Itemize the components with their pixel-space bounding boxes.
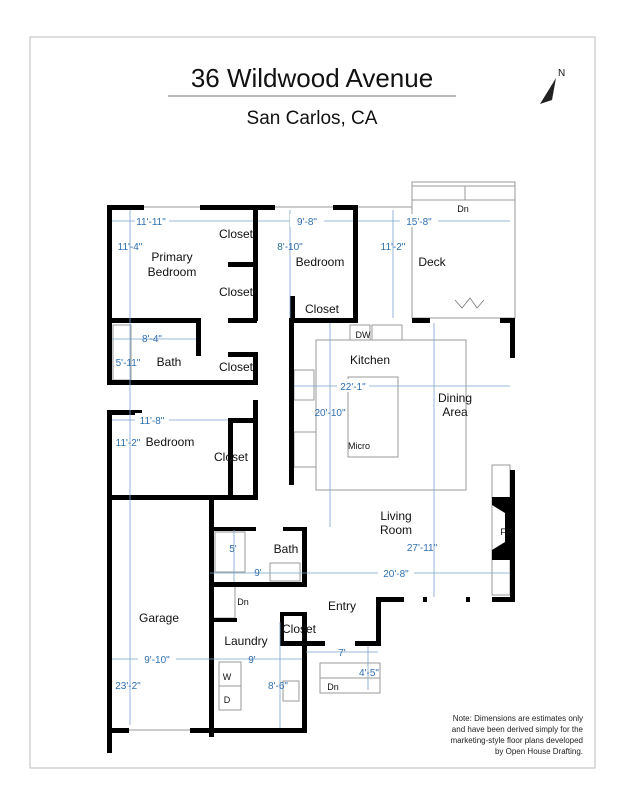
svg-text:8'-4": 8'-4" <box>142 334 162 345</box>
svg-text:Closet: Closet <box>219 285 254 299</box>
label-entry: Entry <box>328 599 356 613</box>
label-bath: Bath <box>157 355 182 369</box>
svg-text:by Open House Drafting.: by Open House Drafting. <box>495 747 583 756</box>
svg-text:Room: Room <box>380 523 412 537</box>
label-kitchen: Kitchen <box>350 353 390 367</box>
svg-text:4'-5": 4'-5" <box>359 668 379 679</box>
svg-text:D: D <box>224 695 231 705</box>
label-laundry: Laundry <box>224 634 267 648</box>
svg-text:W: W <box>223 672 232 682</box>
label-bedroom-2: Bedroom <box>146 435 195 449</box>
dimension-labels: 11'-11" 11'-4" 9'-8" 8'-10" 15'-8" 11'-2… <box>115 214 438 692</box>
svg-text:Closet: Closet <box>214 450 249 464</box>
svg-text:Micro: Micro <box>348 441 370 451</box>
room-labels: Primary Bedroom Closet Closet Bedroom Cl… <box>139 204 512 705</box>
svg-text:Closet: Closet <box>219 360 254 374</box>
svg-text:Area: Area <box>442 405 468 419</box>
label-deck: Deck <box>418 255 446 269</box>
svg-text:9': 9' <box>254 568 262 579</box>
svg-text:15'-8": 15'-8" <box>406 217 432 228</box>
svg-text:20'-8": 20'-8" <box>383 569 409 580</box>
svg-text:5'-11": 5'-11" <box>116 358 141 369</box>
svg-text:11'-8": 11'-8" <box>140 416 165 427</box>
plan-subtitle: San Carlos, CA <box>247 108 378 129</box>
label-bath-2: Bath <box>274 542 299 556</box>
svg-text:11'-4": 11'-4" <box>118 242 143 253</box>
svg-text:Dn: Dn <box>237 597 249 607</box>
walls <box>107 205 515 753</box>
svg-text:Closet: Closet <box>305 302 340 316</box>
svg-text:DW: DW <box>356 330 371 340</box>
svg-text:5': 5' <box>229 544 237 555</box>
label-bedroom: Bedroom <box>296 255 345 269</box>
svg-text:8'-10": 8'-10" <box>277 242 303 253</box>
plan-title: 36 Wildwood Avenue <box>191 63 433 93</box>
svg-text:8'-6": 8'-6" <box>268 681 288 692</box>
svg-text:Bedroom: Bedroom <box>148 265 197 279</box>
svg-text:Dn: Dn <box>327 682 339 692</box>
svg-text:Note: Dimensions are estimates: Note: Dimensions are estimates only <box>453 714 583 723</box>
svg-text:11'-2": 11'-2" <box>116 438 141 449</box>
svg-text:22'-1": 22'-1" <box>340 382 366 393</box>
svg-text:27'-11": 27'-11" <box>407 543 438 554</box>
label-garage: Garage <box>139 611 179 625</box>
svg-text:7': 7' <box>338 648 346 659</box>
svg-text:Closet: Closet <box>282 622 317 636</box>
svg-text:9'-8": 9'-8" <box>297 217 317 228</box>
label-closet: Closet <box>219 227 254 241</box>
label-living-room: Living <box>380 509 411 523</box>
svg-text:11'-11": 11'-11" <box>136 217 166 228</box>
svg-text:N: N <box>558 68 565 79</box>
svg-text:FP: FP <box>500 527 512 537</box>
svg-text:9': 9' <box>248 655 256 666</box>
svg-text:11'-2": 11'-2" <box>381 242 406 253</box>
svg-text:9'-10": 9'-10" <box>144 655 170 666</box>
page-frame <box>29 36 596 769</box>
svg-text:20'-10": 20'-10" <box>314 408 345 419</box>
label-dining: Dining <box>438 391 472 405</box>
north-arrow-icon: N <box>540 68 565 104</box>
svg-text:marketing-style floor plans de: marketing-style floor plans developed <box>450 736 583 745</box>
disclaimer-note: Note: Dimensions are estimates only and … <box>450 714 583 756</box>
svg-text:and have been derived simply f: and have been derived simply for the <box>452 725 584 734</box>
label-primary-bedroom: Primary <box>151 250 192 264</box>
dimension-lines <box>112 210 510 728</box>
svg-text:23'-2": 23'-2" <box>115 681 141 692</box>
svg-text:Dn: Dn <box>457 204 469 214</box>
